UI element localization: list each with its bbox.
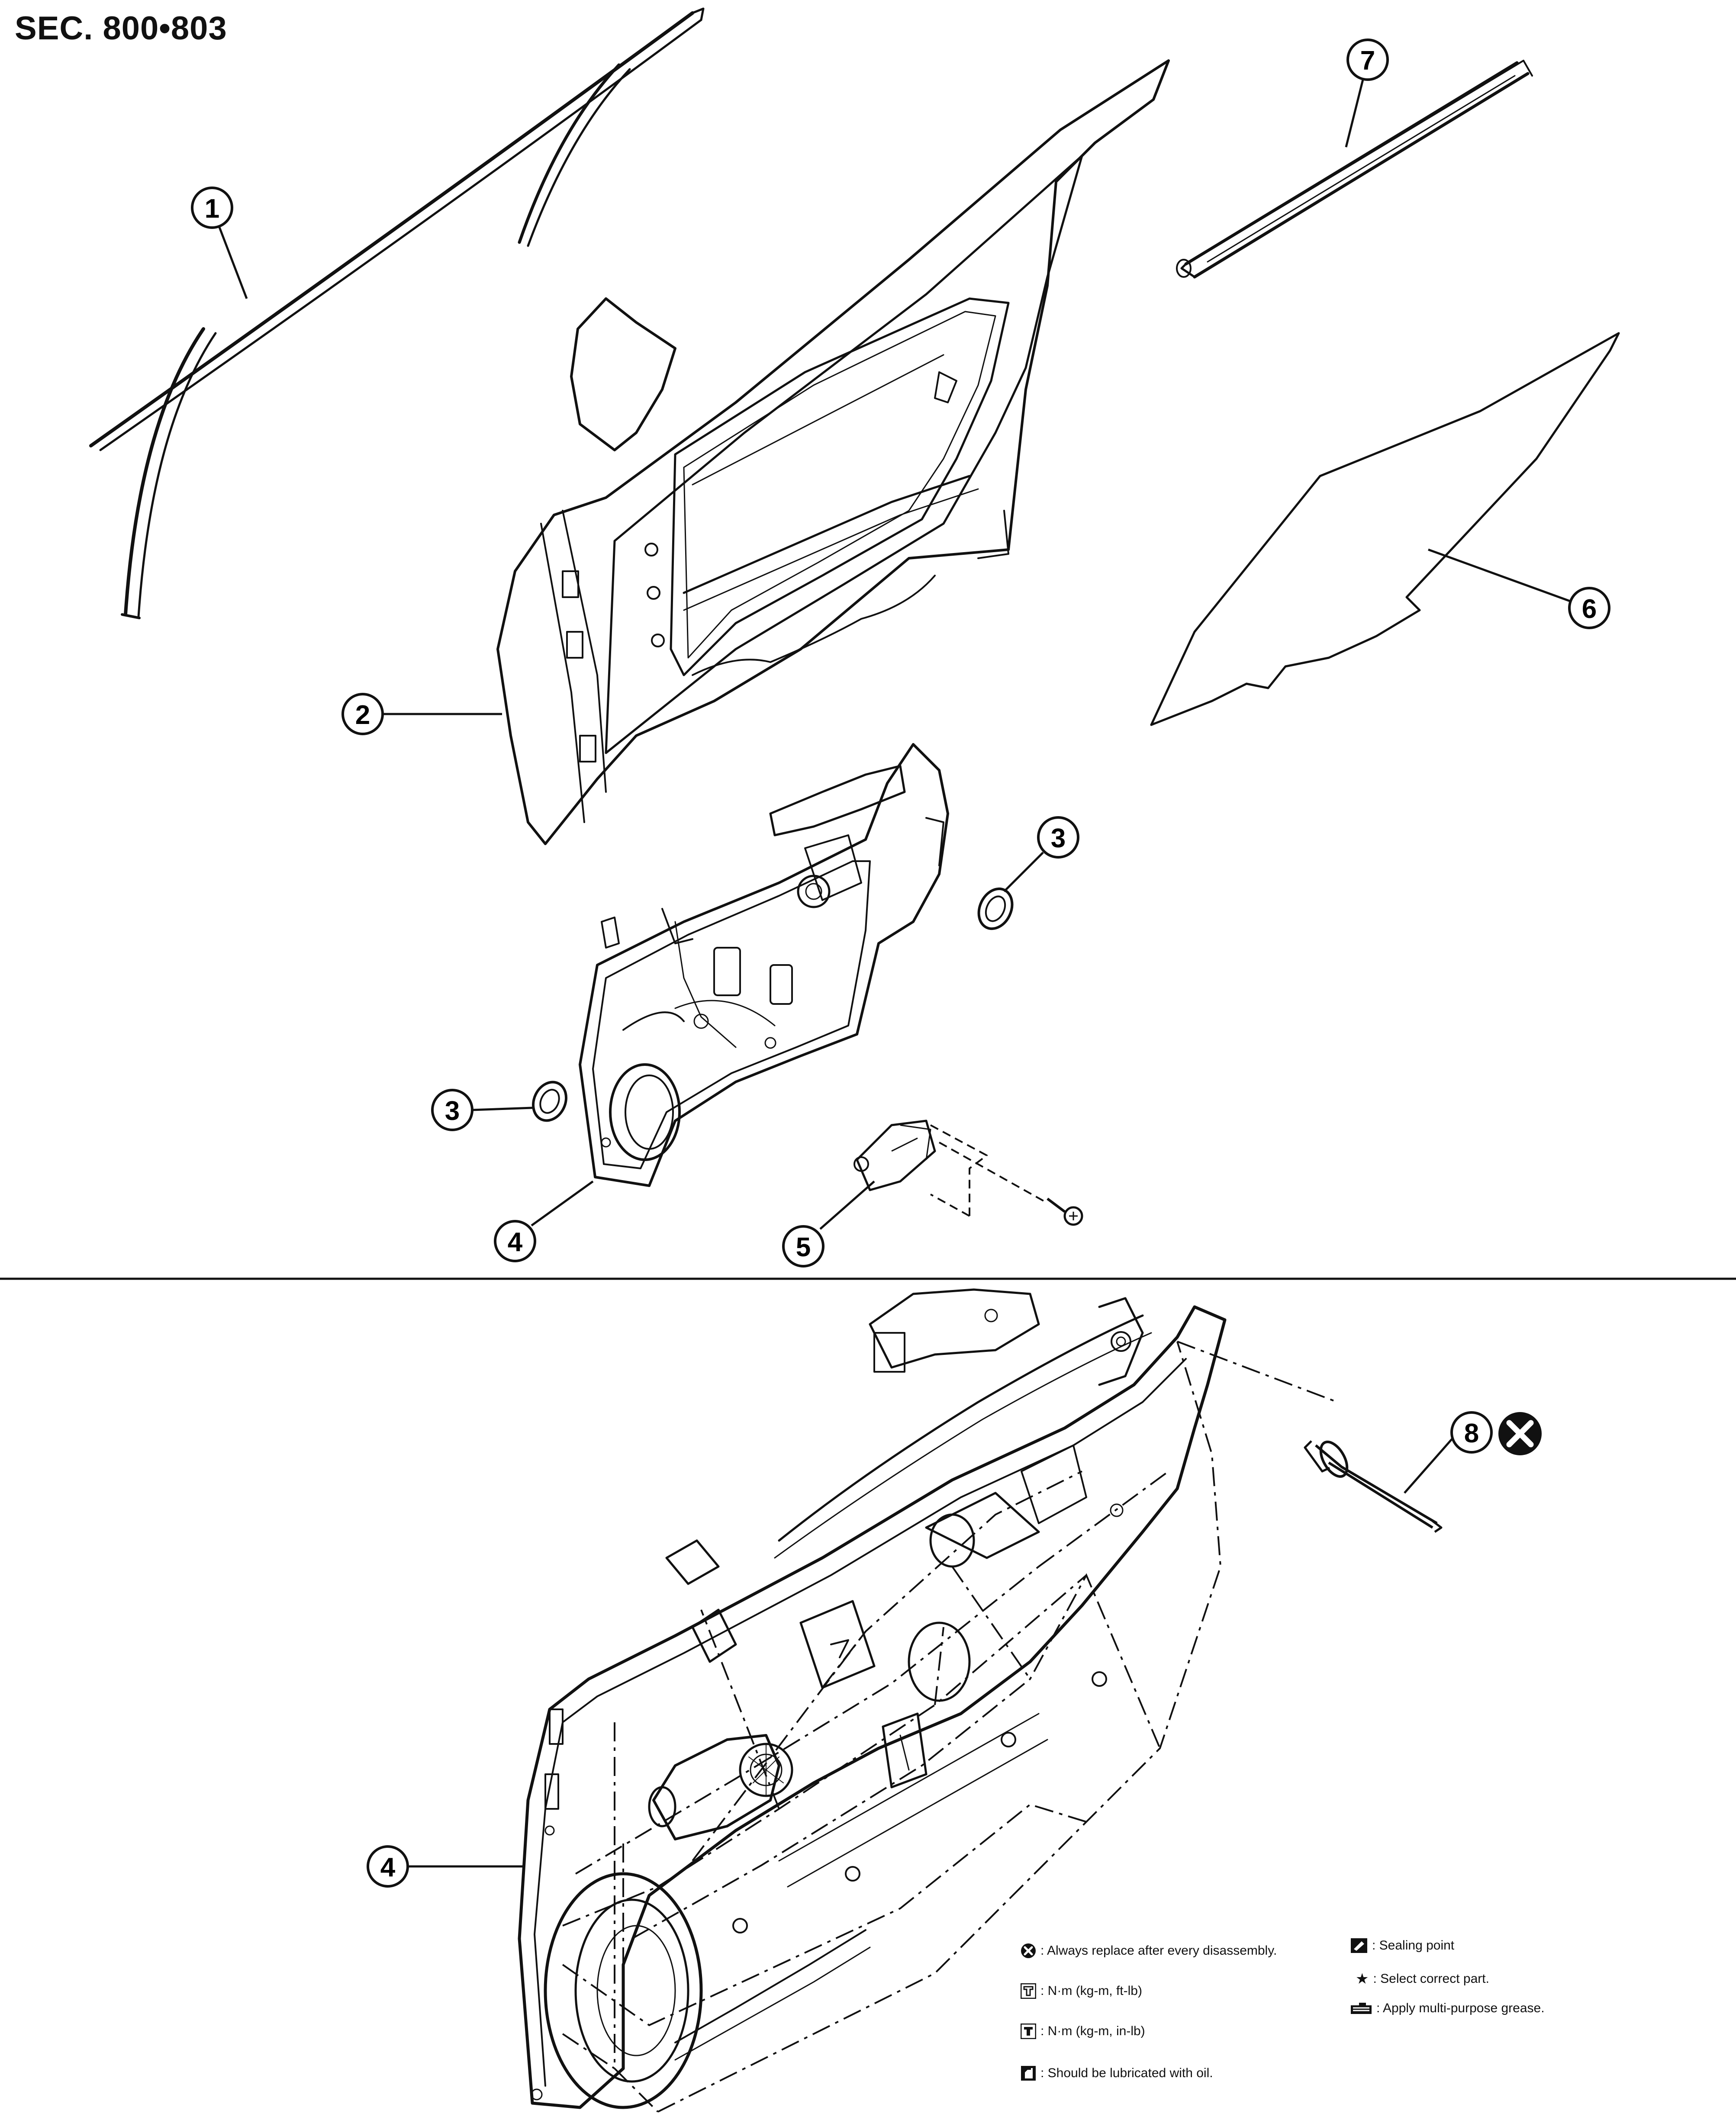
- callout-2-label: 2: [355, 700, 370, 730]
- part-1-weatherstrip: [89, 7, 705, 619]
- callout-5-label: 5: [796, 1232, 811, 1262]
- legend-replace: : Always replace after every disassembly…: [1021, 1943, 1277, 1959]
- callout-3-lower-label: 3: [445, 1096, 460, 1126]
- part-2-door-panel: [496, 59, 1170, 845]
- callout-8: 8: [1404, 1411, 1493, 1494]
- part-4-door-module: [579, 743, 949, 1187]
- legend-torque-ft-text: : N·m (kg-m, ft-lb): [1040, 1984, 1142, 1998]
- part-6-door-glass: [1150, 332, 1620, 726]
- projection-lines: [562, 1341, 1338, 2113]
- callout-2: 2: [341, 693, 502, 735]
- legend-select-text: : Select correct part.: [1373, 1972, 1489, 1986]
- callout-4-lower-label: 4: [380, 1853, 396, 1882]
- legend-select: ★ : Select correct part.: [1356, 1970, 1489, 1988]
- callout-4-lower: 4: [367, 1845, 524, 1888]
- x-circle-icon: [1021, 1943, 1036, 1959]
- legend-torque-in: : N·m (kg-m, in-lb): [1021, 2023, 1145, 2039]
- star-icon: ★: [1356, 1971, 1369, 1987]
- part-8-rivet: [1304, 1440, 1443, 1533]
- callout-3-lower: 3: [431, 1089, 533, 1131]
- callout-7-label: 7: [1360, 46, 1375, 76]
- callout-6: 6: [1428, 548, 1610, 629]
- callout-3-upper: 3: [1003, 816, 1079, 892]
- part-7-belt-molding: [1176, 60, 1533, 279]
- legend-grease: : Apply multi-purpose grease.: [1350, 2001, 1545, 2016]
- legend-sealing: : Sealing point: [1350, 1938, 1454, 1953]
- part-5-motor: [854, 1120, 1048, 1217]
- callout-5: 5: [782, 1181, 875, 1267]
- callout-3-upper-label: 3: [1051, 824, 1066, 853]
- legend-replace-text: : Always replace after every disassembly…: [1040, 1943, 1277, 1958]
- oil-can-icon: [1021, 2065, 1036, 2081]
- legend-grease-text: : Apply multi-purpose grease.: [1376, 2001, 1545, 2015]
- legend-sealing-text: : Sealing point: [1372, 1938, 1455, 1953]
- callout-4-upper-label: 4: [508, 1227, 523, 1257]
- sealing-point-icon: [1350, 1938, 1368, 1953]
- legend-torque-ft: : N·m (kg-m, ft-lb): [1021, 1983, 1142, 1999]
- legend-oil-text: : Should be lubricated with oil.: [1040, 2066, 1213, 2080]
- grease-icon: [1350, 2002, 1372, 2015]
- callout-1-label: 1: [205, 194, 219, 224]
- callout-7: 7: [1345, 39, 1389, 148]
- torque-ft-lb-icon: [1021, 1983, 1036, 1999]
- legend-torque-in-text: : N·m (kg-m, in-lb): [1040, 2024, 1145, 2038]
- legend-oil: : Should be lubricated with oil.: [1021, 2065, 1213, 2081]
- callout-8-label: 8: [1464, 1419, 1479, 1448]
- part-3-grommet-upper: [977, 887, 1014, 930]
- x-circle-icon: [1498, 1412, 1542, 1455]
- part-4-door-module-detail: [518, 1288, 1227, 2109]
- callout-6-label: 6: [1582, 594, 1597, 624]
- screw: [1047, 1197, 1083, 1226]
- torque-in-lb-icon: [1021, 2023, 1036, 2039]
- part-3-grommet-lower: [532, 1081, 567, 1122]
- callout-1: 1: [191, 187, 248, 299]
- callout-4-upper: 4: [494, 1180, 594, 1262]
- page-title: SEC. 800•803: [15, 10, 227, 47]
